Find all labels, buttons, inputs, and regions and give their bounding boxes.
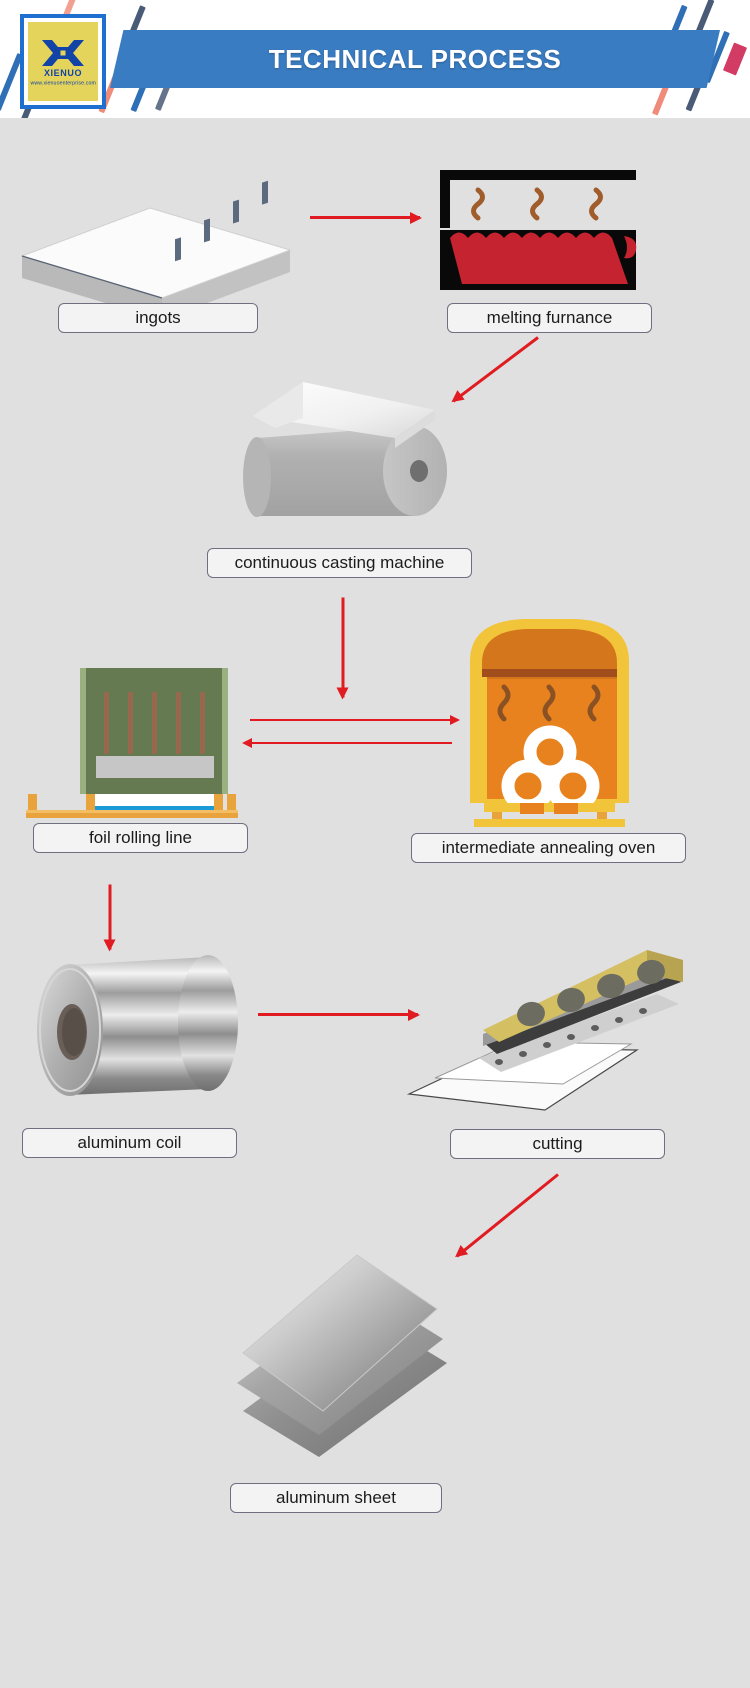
- aluminum-ingot-slab-icon: [20, 180, 292, 320]
- aluminum-coil-illustration: [28, 943, 243, 1103]
- company-logo: XIENUO www.xienuoenterprise.com: [20, 14, 106, 109]
- arrow-rolling-to-oven: [250, 719, 458, 721]
- melting-furnace-icon: [440, 170, 637, 290]
- arrow-rolling-to-coil: [108, 884, 112, 950]
- annealing-oven-icon: [470, 619, 629, 827]
- melting-furnace-illustration: [438, 168, 638, 293]
- process-diagram-canvas: ingots melting furnance: [0, 118, 750, 1688]
- arrow-cutting-to-sheet: [456, 1173, 559, 1258]
- annealing-oven-illustration: [462, 613, 637, 828]
- label-intermediate-annealing-oven: intermediate annealing oven: [411, 833, 686, 863]
- header-decoration-slash: [722, 42, 748, 76]
- cutting-machine-icon: [406, 950, 683, 1111]
- xienuo-monogram-icon: [42, 40, 84, 66]
- foil-rolling-line-icon: [26, 668, 238, 818]
- aluminum-sheet-illustration: [215, 1243, 470, 1478]
- logo-plate: XIENUO www.xienuoenterprise.com: [28, 22, 98, 101]
- label-aluminum-coil: aluminum coil: [22, 1128, 237, 1158]
- label-foil-rolling-line: foil rolling line: [33, 823, 248, 853]
- foil-rolling-line-illustration: [18, 658, 246, 818]
- label-aluminum-sheet: aluminum sheet: [230, 1483, 442, 1513]
- continuous-casting-illustration: [243, 368, 470, 523]
- arrow-casting-to-rolling: [341, 597, 345, 698]
- arrow-oven-to-rolling: [244, 742, 452, 744]
- label-cutting: cutting: [450, 1129, 665, 1159]
- aluminum-sheet-stack-icon: [237, 1254, 447, 1457]
- arrow-ingots-to-furnace: [310, 216, 420, 219]
- header-banner: [110, 30, 720, 88]
- logo-website-url: www.xienuoenterprise.com: [30, 79, 96, 86]
- casting-roll-icon: [243, 382, 447, 517]
- ingots-illustration: [20, 180, 292, 320]
- label-continuous-casting-machine: continuous casting machine: [207, 548, 472, 578]
- aluminum-coil-icon: [37, 955, 238, 1096]
- cutting-illustration: [395, 938, 685, 1118]
- arrow-coil-to-cutting: [258, 1013, 418, 1016]
- label-ingots: ingots: [58, 303, 258, 333]
- label-melting-furnace: melting furnance: [447, 303, 652, 333]
- page-title: TECHNICAL PROCESS: [268, 43, 562, 74]
- page-header: TECHNICAL PROCESS XIENUO www.xienuoenter…: [0, 0, 750, 118]
- logo-company-name: XIENUO: [43, 68, 83, 78]
